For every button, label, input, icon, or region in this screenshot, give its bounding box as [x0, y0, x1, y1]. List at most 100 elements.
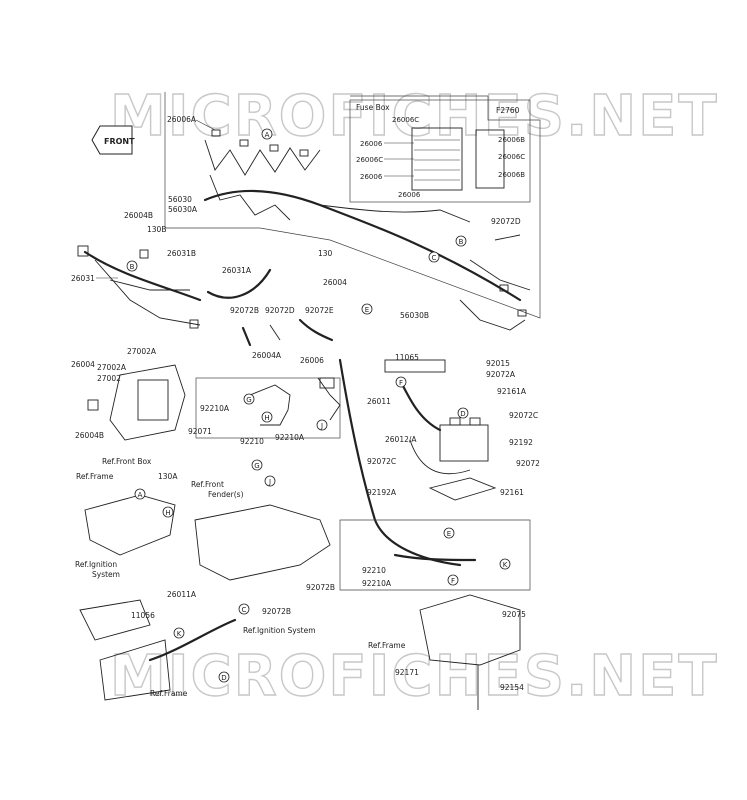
ref-frame-right: Ref.Frame	[368, 641, 406, 650]
svg-text:A: A	[265, 131, 270, 139]
ref-frame-bottom: Ref.Frame	[150, 689, 188, 698]
callout-e1: E	[361, 303, 373, 315]
svg-text:K: K	[177, 630, 182, 638]
svg-text:B: B	[459, 238, 464, 246]
label-11065: 11065	[395, 353, 419, 362]
svg-text:J: J	[268, 478, 271, 486]
label-26004: 26004	[323, 278, 347, 287]
svg-text:H: H	[165, 509, 170, 517]
front-arrow-icon: FRONT	[91, 125, 135, 155]
callout-a1: A	[261, 128, 273, 140]
sub-harness-box	[195, 377, 341, 439]
label-92072b-bottom: 92072B	[262, 607, 291, 616]
callout-j1: J	[316, 419, 328, 431]
callout-d2: D	[218, 671, 230, 683]
callout-c2: C	[238, 603, 250, 615]
label-26031a: 26031A	[222, 266, 252, 275]
callout-b2: B	[455, 235, 467, 247]
frame-bracket-left	[84, 494, 176, 556]
label-26031b: 26031B	[167, 249, 196, 258]
callout-c1: C	[428, 251, 440, 263]
callout-a2: A	[134, 488, 146, 500]
bracket-bottom	[99, 639, 171, 701]
label-92210: 92210	[240, 437, 264, 446]
ref-front-fender-1: Ref.Front	[191, 480, 224, 489]
callout-h2: H	[162, 506, 174, 518]
label-92210a-bottom: 92210A	[362, 579, 392, 588]
fuse-label-right-2: 26006B	[498, 171, 525, 179]
clamp-92072b	[241, 326, 252, 347]
callout-b1: B	[126, 260, 138, 272]
label-26004b-left: 26004B	[75, 431, 104, 440]
callout-e2: E	[443, 527, 455, 539]
label-26011a: 26011A	[167, 590, 197, 599]
callout-h1: H	[261, 411, 273, 423]
label-92210-bottom: 92210	[362, 566, 386, 575]
label-56030a: 56030A	[168, 205, 198, 214]
callout-k2: K	[173, 627, 185, 639]
svg-text:C: C	[432, 254, 437, 262]
label-92171: 92171	[395, 668, 419, 677]
svg-text:F: F	[399, 379, 403, 387]
label-26012a: 26012/A	[385, 435, 417, 444]
svg-text:A: A	[138, 491, 143, 499]
label-92072b-mid: 92072B	[230, 306, 259, 315]
label-92072a: 92072A	[486, 370, 516, 379]
label-92154: 92154	[500, 683, 524, 692]
ref-ignition-system-left-1: Ref.Ignition	[75, 560, 117, 569]
clamp-92072e	[298, 318, 334, 342]
label-26006-mid: 26006	[300, 356, 324, 365]
label-130: 130	[318, 249, 333, 258]
battery-tray-frame	[339, 519, 531, 591]
svg-text:G: G	[246, 396, 251, 404]
callout-f2: F	[447, 574, 459, 586]
svg-text:FRONT: FRONT	[104, 137, 135, 146]
label-92210a-right: 92210A	[275, 433, 305, 442]
label-26006a: 26006A	[167, 115, 197, 124]
fuse-box-title: Fuse Box	[356, 103, 390, 112]
battery-tray	[419, 594, 521, 666]
callout-g2: G	[251, 459, 263, 471]
label-26004b-top: 26004B	[124, 211, 153, 220]
svg-text:F: F	[451, 577, 455, 585]
clamp-92072d	[269, 324, 281, 341]
fuse-label-right-0: 26006B	[498, 136, 525, 144]
callout-j2: J	[264, 475, 276, 487]
fuse-label-left-1: 26006	[360, 140, 383, 148]
cable-26031a	[206, 268, 272, 299]
watermark-bottom: MICROFICHES.NET	[110, 644, 719, 709]
label-27002a-top: 27002A	[127, 347, 157, 356]
label-130b: 130B	[147, 225, 166, 234]
svg-text:J: J	[320, 422, 323, 430]
svg-text:H: H	[264, 414, 269, 422]
fuse-label-left-0: 26006C	[392, 116, 419, 124]
fuse-box: Fuse Box 26006C 26006 26006C 26006 26006…	[349, 99, 531, 203]
label-26011: 26011	[367, 397, 391, 406]
label-92072: 92072	[516, 459, 540, 468]
svg-text:D: D	[460, 410, 465, 418]
callout-g1: G	[243, 393, 255, 405]
label-92075: 92075	[502, 610, 526, 619]
label-26031: 26031	[71, 274, 95, 283]
ref-front-fender-2: Fender(s)	[208, 490, 244, 499]
ref-front-box: Ref.Front Box	[102, 457, 152, 466]
label-92072d-mid: 92072D	[265, 306, 295, 315]
cable-26006	[338, 358, 462, 567]
label-26004a: 26004A	[252, 351, 282, 360]
sub-harness-26004a	[249, 384, 291, 426]
svg-text:B: B	[130, 263, 135, 271]
clamp-92072d-right	[494, 234, 521, 241]
ref-frame-top: Ref.Frame	[76, 472, 114, 481]
label-92072d-right: 92072D	[491, 217, 521, 226]
fuse-label-left-2: 26006C	[356, 156, 383, 164]
label-27002: 27002	[97, 374, 121, 383]
label-92192a: 92192A	[367, 488, 397, 497]
label-56030b: 56030B	[400, 311, 429, 320]
label-92072b-bottom2: 92072B	[306, 583, 335, 592]
svg-text:E: E	[365, 306, 369, 314]
watermark-top: MICROFICHES.NET	[110, 84, 719, 149]
svg-text:E: E	[447, 530, 451, 538]
svg-text:K: K	[503, 561, 508, 569]
svg-text:C: C	[242, 606, 247, 614]
